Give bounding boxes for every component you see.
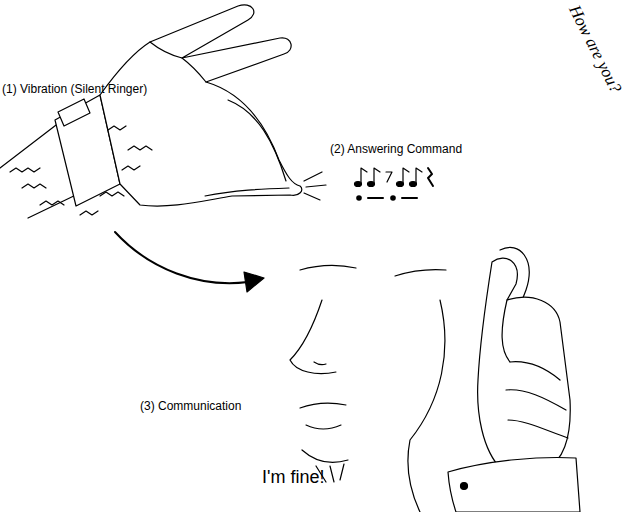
vibration-marks bbox=[10, 126, 152, 215]
callout-label: (1) Vibration (Silent Ringer) bbox=[2, 83, 147, 97]
tap-lines bbox=[304, 172, 326, 200]
finger-lines bbox=[150, 42, 289, 196]
music-notes bbox=[355, 168, 434, 187]
flow-arrow bbox=[115, 232, 248, 283]
arrow-head bbox=[244, 272, 264, 292]
speech-text: I'm fine! bbox=[262, 467, 324, 488]
callout-label: (3) Communication bbox=[140, 400, 241, 414]
speech-text: How are you? bbox=[565, 2, 626, 96]
wrist-band bbox=[448, 458, 580, 512]
band-button bbox=[461, 483, 468, 490]
callout-label: (2) Answering Command bbox=[330, 143, 462, 157]
finger-lines bbox=[502, 300, 568, 438]
hand-at-ear bbox=[478, 258, 571, 470]
watch-face bbox=[58, 99, 90, 126]
hand bbox=[100, 5, 302, 206]
morse-code bbox=[356, 195, 417, 201]
